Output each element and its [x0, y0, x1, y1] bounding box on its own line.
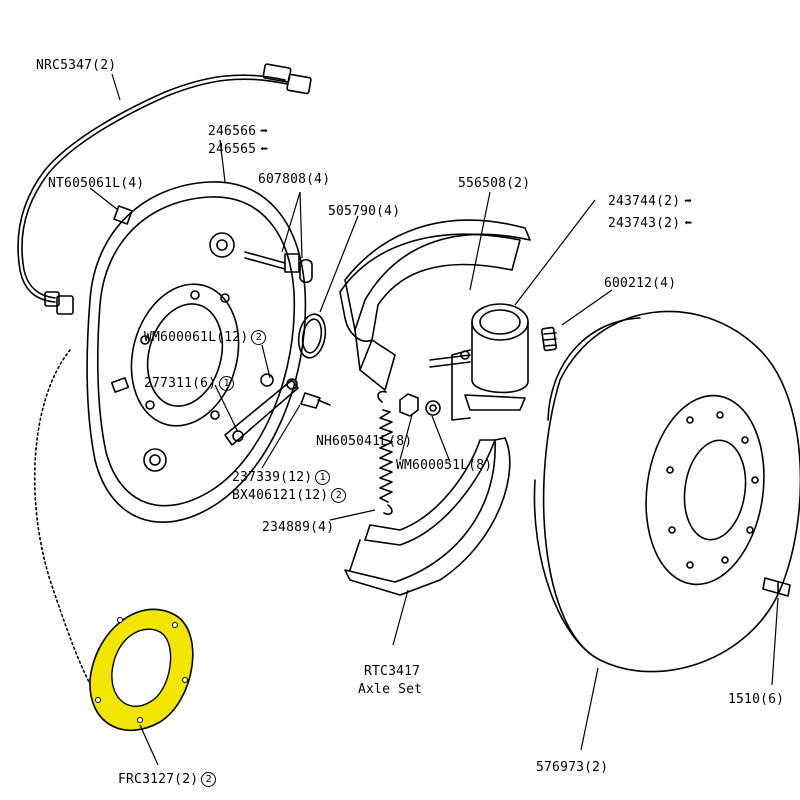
brake-drum — [533, 310, 800, 673]
label-wheel-stud: 1510(6) — [728, 692, 785, 707]
brake-shoe-bottom — [344, 437, 511, 596]
label-bolt-a: 277311(6)1 — [144, 376, 235, 391]
arrow-left-icon: ⬅ — [684, 216, 693, 231]
part-number: 246565 — [208, 142, 257, 157]
label-washer-spring-a: WM600061L(12)2 — [144, 330, 267, 345]
part-number: 243743(2) — [608, 216, 681, 231]
brake-pipe — [17, 63, 312, 315]
spring-234889 — [377, 390, 393, 515]
note-circle: 2 — [331, 488, 347, 503]
label-nut-backplate: NT605061L(4) — [48, 176, 145, 191]
label-bolt-b: 237339(12)1 — [232, 470, 331, 485]
label-wheel-cyl-seal: 556508(2) — [458, 176, 531, 191]
label-spring: 234889(4) — [262, 520, 335, 535]
nut-nt605061 — [113, 205, 133, 225]
label-bleed-screw: 600212(4) — [604, 276, 677, 291]
backplate — [86, 181, 307, 523]
arrow-right-icon: ➡ — [684, 194, 693, 209]
label-oring: 505790(4) — [328, 204, 401, 219]
part-number: 243744(2) — [608, 194, 681, 209]
label-backplate-lh: 246566➡ — [208, 124, 268, 139]
brake-shoe-top — [339, 219, 531, 391]
washer-wm600051 — [425, 400, 441, 416]
label-drum: 576973(2) — [536, 760, 609, 775]
bleed-screw — [540, 326, 558, 352]
label-washer-b: WM600051L(8) — [396, 458, 493, 473]
label-wheel-cyl-lh: 243744(2)➡ — [608, 194, 692, 209]
nut-nh605041 — [399, 393, 419, 417]
label-nut-b: NH605041L(8) — [316, 434, 413, 449]
part-number: WM600061L(12) — [144, 330, 249, 345]
arrow-left-icon: ⬅ — [260, 142, 269, 157]
label-wheel-cyl-rh: 243743(2)⬅ — [608, 216, 692, 231]
label-bolt-set: 607808(4) — [258, 172, 331, 187]
note-circle: 1 — [219, 376, 235, 391]
part-number: BX406121(12) — [232, 488, 329, 503]
note-circle: 2 — [251, 330, 267, 345]
bolt-237339 — [300, 392, 331, 409]
label-backplate-rh: 246565⬅ — [208, 142, 268, 157]
wheel-cylinder — [429, 303, 529, 421]
part-number: 237339(12) — [232, 470, 313, 485]
part-number: 246566 — [208, 124, 257, 139]
part-number: FRC3127(2) — [118, 772, 199, 787]
wheel-stud — [762, 577, 791, 597]
stud-607808 — [244, 251, 313, 284]
label-seal-plate: FRC3127(2)2 — [118, 772, 217, 787]
o-ring — [297, 313, 327, 359]
part-number: 277311(6) — [144, 376, 217, 391]
arrow-right-icon: ➡ — [260, 124, 269, 139]
label-bolt-c: BX406121(12)2 — [232, 488, 347, 503]
note-circle: 1 — [315, 470, 331, 485]
label-brake-pipe: NRC5347(2) — [36, 58, 117, 73]
seal-plate-highlight — [89, 608, 194, 732]
label-shoe-set-name: Axle Set — [358, 682, 423, 697]
label-shoe-set-code: RTC3417 — [364, 664, 421, 679]
note-circle: 2 — [201, 772, 217, 787]
